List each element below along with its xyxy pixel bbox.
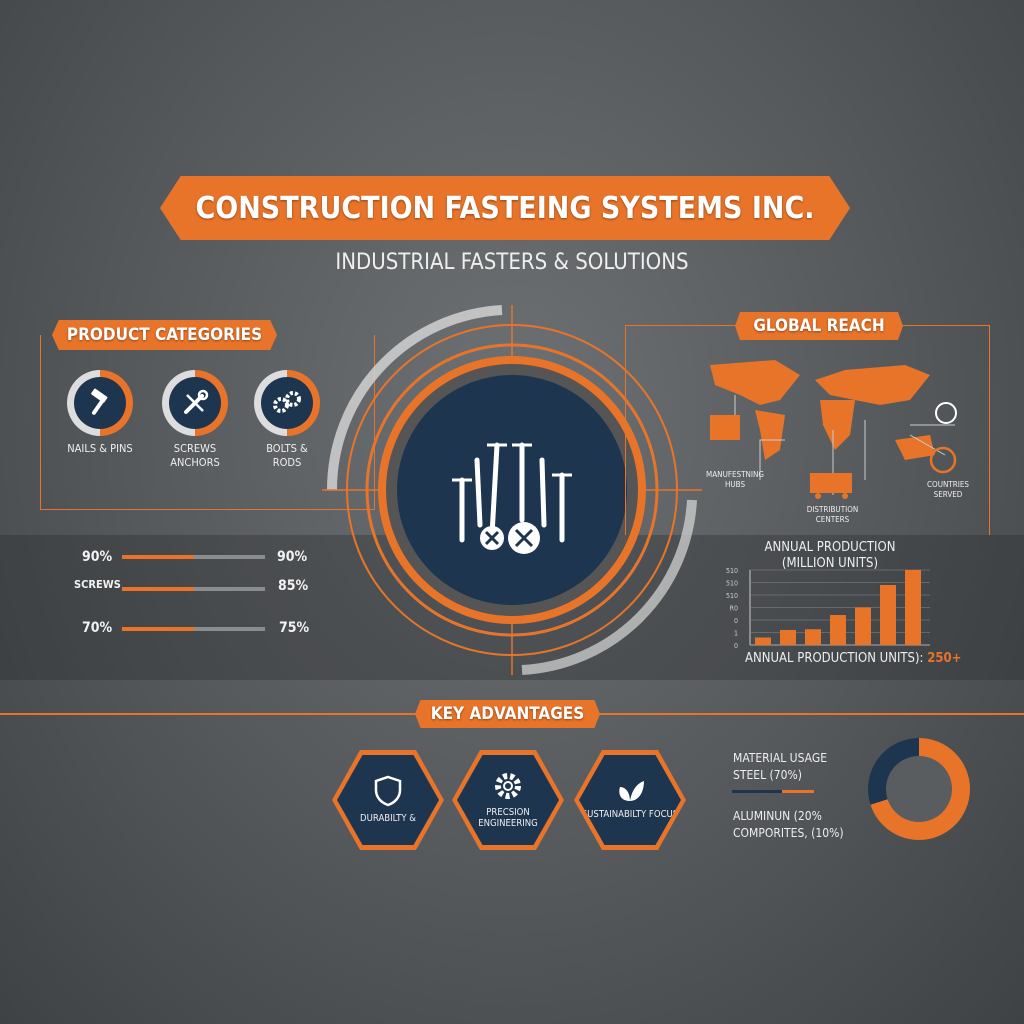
category-label: SCREWS ANCHORS: [170, 442, 220, 470]
row-right-label: 90%: [277, 549, 308, 565]
key-advantages-heading: KEY ADVANTAGES: [415, 700, 600, 728]
category-label: BOLTS & RODS: [266, 442, 308, 470]
y-tick-label: 0: [734, 617, 738, 625]
y-tick-label: 0: [734, 642, 738, 650]
shield-icon: [374, 775, 402, 807]
wrench-screwdriver-icon: [184, 389, 209, 414]
map-label: COUNTRIES SERVED: [927, 480, 969, 500]
material-usage-text: MATERIAL USAGE STEEL (70%): [733, 750, 827, 784]
progress-bar: [122, 555, 265, 559]
bar: [755, 637, 771, 645]
category-bolts[interactable]: [254, 370, 320, 436]
truck-icon: [810, 473, 852, 493]
y-tick-label: R0: [730, 605, 738, 613]
progress-bar: [122, 627, 265, 631]
product-frame: [40, 335, 375, 510]
globe-icon: [935, 402, 957, 424]
product-categories-heading: PRODUCT CATEGORIES: [52, 320, 277, 350]
fastener-emblem: [322, 305, 702, 675]
y-tick-label: 510: [726, 567, 738, 575]
leaf-icon: [619, 781, 644, 802]
network-globe-icon: [929, 446, 957, 474]
gears-icon: [273, 391, 301, 413]
y-tick-label: 510: [726, 580, 738, 588]
gear-icon: [495, 772, 521, 799]
hammer-icon: [91, 388, 108, 415]
steel-label: STEEL (70%): [733, 767, 802, 782]
map-label: DISTRIBUTION CENTERS: [806, 505, 859, 525]
row-right-label: 75%: [279, 620, 310, 636]
progress-bar: [122, 587, 265, 591]
page-title: CONSTRUCTION FASTEING SYSTEMS INC.: [195, 190, 815, 226]
material-donut: [868, 738, 970, 840]
y-tick-label: 1: [734, 630, 738, 638]
global-reach-heading: GLOBAL REACH: [735, 312, 903, 340]
y-tick-label: 510: [726, 592, 738, 600]
screws-nails-icon: [459, 442, 565, 543]
steel-bar: [732, 790, 814, 793]
bar: [905, 570, 921, 645]
subtitle: INDUSTRIAL FASTERS & SOLUTIONS: [335, 250, 689, 275]
category-label: NAILS & PINS: [67, 442, 133, 455]
material-other-text: ALUMINUN (20% COMPORITES, (10%): [733, 808, 844, 842]
factory-icon: [710, 415, 740, 440]
row-right-label: 85%: [278, 578, 309, 594]
advantage-sustainability: SUSTAINABILTY FOCUS: [574, 750, 686, 850]
advantage-durability: DURABILTY &: [332, 750, 444, 850]
bar: [780, 630, 796, 645]
aluminum-label: ALUMINUN (20%: [733, 809, 822, 823]
map-label: MANUFESTNING HUBS: [706, 470, 764, 490]
bar: [855, 607, 871, 645]
advantage-precision: PRECSION ENGINEERING: [452, 750, 564, 850]
category-screws[interactable]: [162, 370, 228, 436]
row-left-label: 70%: [82, 620, 113, 636]
row-left-label: SCREWS: [74, 578, 121, 591]
world-map: [710, 360, 957, 499]
bar: [830, 615, 846, 645]
production-chart: 0 1 0 R0 510 510 510: [726, 567, 930, 650]
material-heading: MATERIAL USAGE: [733, 751, 828, 765]
chart-title: ANNUAL PRODUCTION (MILLION UNITS): [764, 540, 896, 571]
row-left-label: 90%: [82, 549, 113, 565]
bar: [805, 629, 821, 645]
category-nails[interactable]: [67, 370, 133, 436]
composites-label: COMPORITES, (10%): [733, 825, 844, 840]
footer-value: 250+: [927, 651, 962, 666]
chart-footer: ANNUAL PRODUCTION UNITS): 250+: [745, 651, 962, 666]
bar: [880, 585, 896, 645]
title-banner: CONSTRUCTION FASTEING SYSTEMS INC.: [160, 176, 850, 240]
